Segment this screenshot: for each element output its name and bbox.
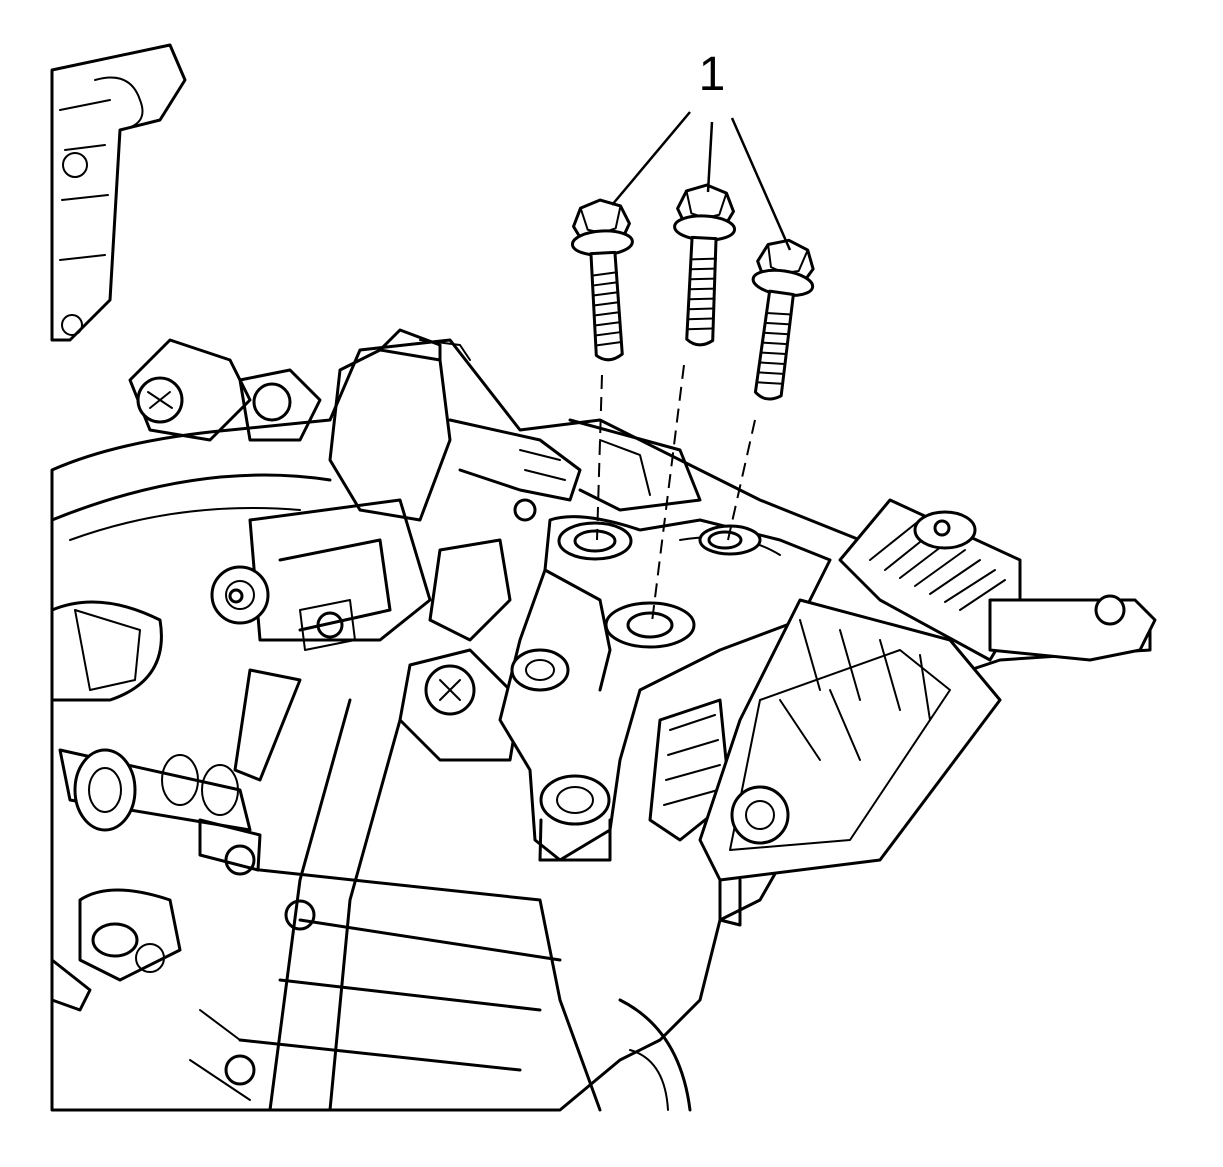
callout-label-1: 1 xyxy=(699,48,726,101)
bolt-3 xyxy=(751,238,815,401)
mount-bracket xyxy=(498,515,832,862)
bolt-2 xyxy=(673,183,737,347)
callout-leaders xyxy=(611,111,792,251)
bolt-1 xyxy=(570,198,634,362)
transmission-housing xyxy=(50,43,1152,1112)
control-module xyxy=(698,498,1157,927)
installation-lines xyxy=(596,364,756,623)
shift-mechanism xyxy=(128,328,702,762)
